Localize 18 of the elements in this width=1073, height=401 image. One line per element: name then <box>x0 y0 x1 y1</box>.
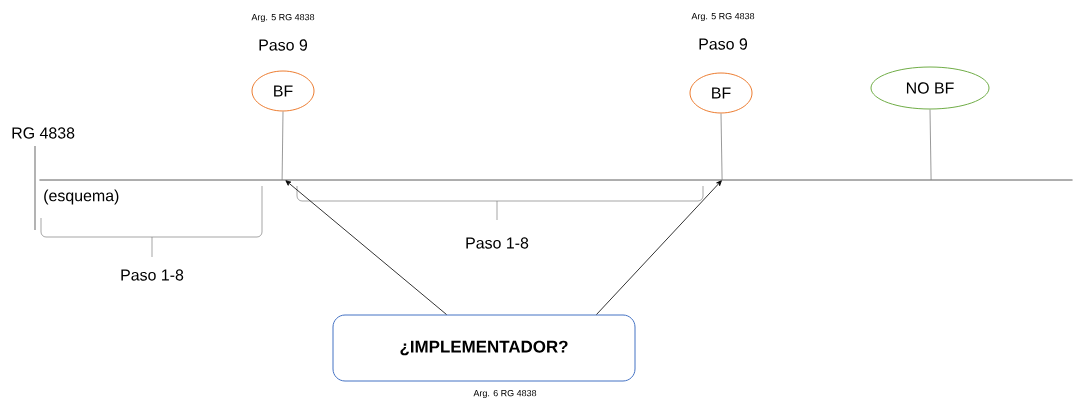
connector-line <box>929 109 932 181</box>
ellipse-node: BF <box>251 70 315 112</box>
ellipse-node: NO BF <box>870 66 990 110</box>
arrow <box>285 180 447 315</box>
rounded-box: ¿IMPLEMENTADOR? <box>332 314 636 382</box>
label: RG 4838 <box>12 127 75 139</box>
node-label: Arg. 5 RG 4838 <box>251 13 315 23</box>
timeline <box>39 179 1073 181</box>
label: Paso 1-8 <box>466 237 529 249</box>
node-label: Arg. 5 RG 4838 <box>691 12 755 22</box>
label: Paso 1-8 <box>121 269 184 281</box>
ellipse-node: BF <box>689 72 753 114</box>
arrow <box>596 180 722 315</box>
node-label: Arg. 6 RG 4838 <box>473 389 537 399</box>
node-label: Paso 9 <box>699 38 748 50</box>
connector-line <box>720 113 723 181</box>
connector-line <box>281 111 284 181</box>
node-label: Paso 9 <box>259 39 308 51</box>
